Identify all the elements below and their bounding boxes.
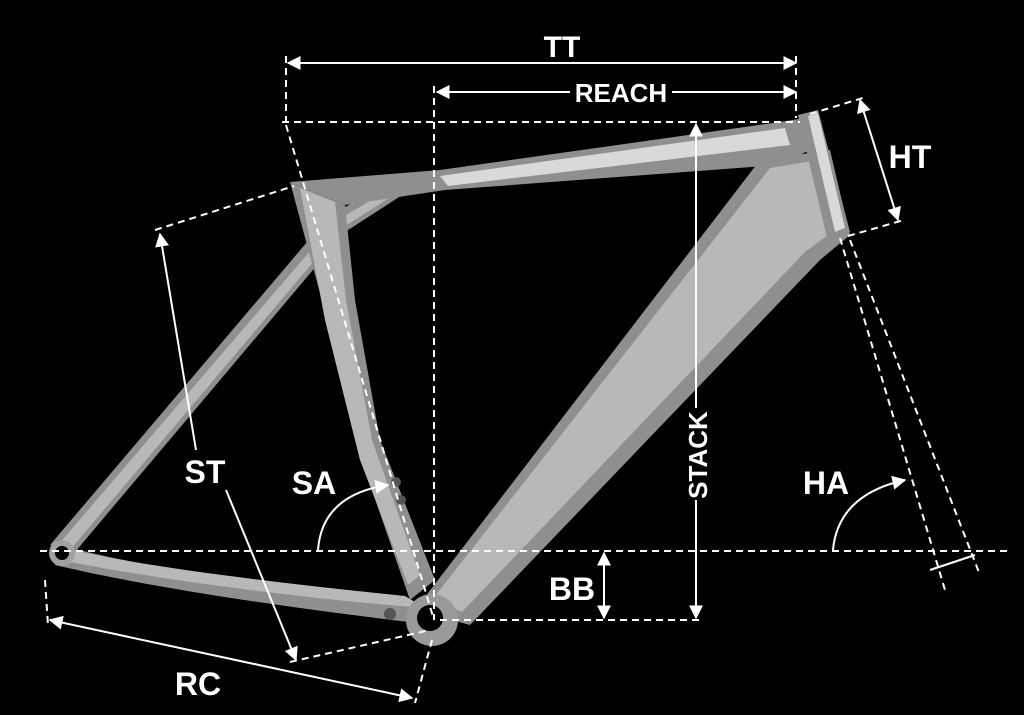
labels: TT REACH HT ST SA STACK HA BB RC	[175, 31, 932, 702]
ht-label: HT	[889, 139, 932, 175]
dimension-lines	[40, 56, 1010, 704]
rc-extension-right	[414, 639, 433, 704]
st-label: ST	[185, 454, 226, 490]
ht-extension-top	[809, 96, 867, 115]
head-tube-highlight	[808, 113, 845, 232]
stack-label: STACK	[683, 411, 713, 499]
ht-dimension-line	[857, 98, 901, 222]
rear-dropout-hole	[55, 546, 69, 560]
bottom-bracket-hole	[417, 605, 443, 631]
seatstay-highlight	[58, 184, 402, 550]
rc-label: RC	[175, 666, 221, 702]
chainstay-bolt	[384, 608, 396, 620]
rc-extension-left	[44, 579, 49, 626]
seat-tube-highlight	[300, 188, 420, 585]
st-extension-top	[154, 185, 295, 231]
down-tube-highlight	[432, 160, 832, 612]
st-extension-bottom	[289, 629, 431, 663]
sa-label: SA	[292, 465, 336, 501]
ha-label: HA	[803, 465, 849, 501]
bottle-bolt-2	[396, 495, 406, 505]
head-tube-axis-2	[849, 239, 981, 576]
head-tube-axis-1	[839, 237, 946, 591]
ha-tick	[929, 554, 976, 571]
seat-tube-axis	[285, 124, 435, 621]
reach-label: REACH	[575, 78, 667, 108]
chainstay-highlight	[60, 548, 425, 608]
sa-angle-arc	[317, 479, 390, 551]
top-tube-highlight	[440, 128, 790, 186]
st-dimension-line-bottom	[225, 489, 298, 662]
bb-label: BB	[549, 571, 595, 607]
rc-dimension-line	[48, 615, 414, 703]
ha-angle-arc	[832, 475, 907, 551]
tt-label: TT	[544, 31, 581, 64]
ht-extension-bottom	[847, 219, 905, 237]
bike-frame	[49, 110, 850, 646]
st-dimension-line-top	[155, 232, 197, 451]
